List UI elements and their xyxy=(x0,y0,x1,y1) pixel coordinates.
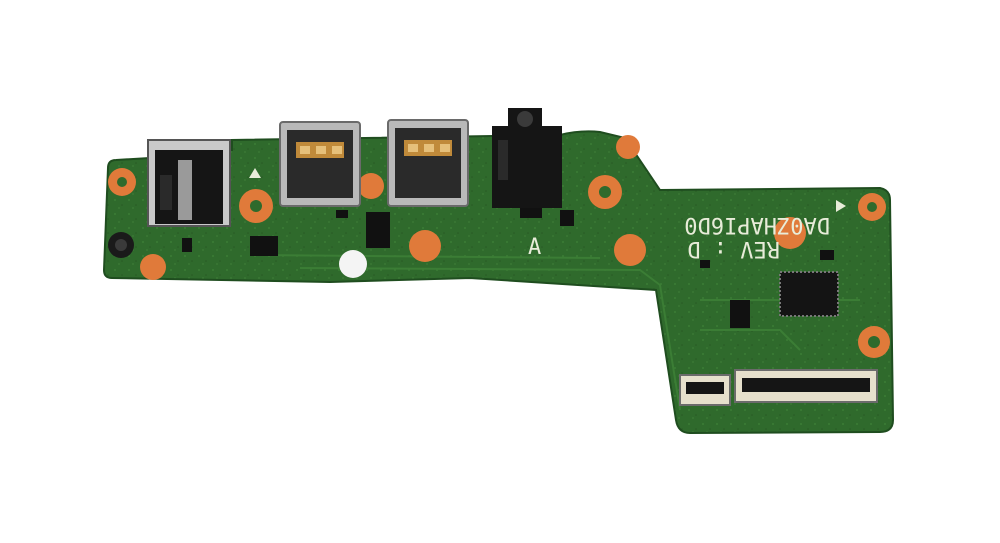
side-marker: A xyxy=(528,235,541,260)
controller-chip xyxy=(779,271,839,317)
white-marker-dot xyxy=(339,250,367,278)
part-number-label: DA0ZHAPI6D0 xyxy=(684,212,830,237)
usb-port-1 xyxy=(279,121,361,207)
mounting-pads xyxy=(108,135,890,358)
ffc-connector-small xyxy=(679,374,731,406)
microphone xyxy=(108,232,134,258)
ffc-connector-large xyxy=(734,369,878,403)
small-components xyxy=(182,208,834,328)
audio-jack xyxy=(492,108,562,208)
usb-port-2 xyxy=(387,119,469,207)
revision-label: REV : D xyxy=(687,236,780,261)
silkscreen-arrows xyxy=(249,168,846,212)
dc-power-jack xyxy=(147,139,231,227)
